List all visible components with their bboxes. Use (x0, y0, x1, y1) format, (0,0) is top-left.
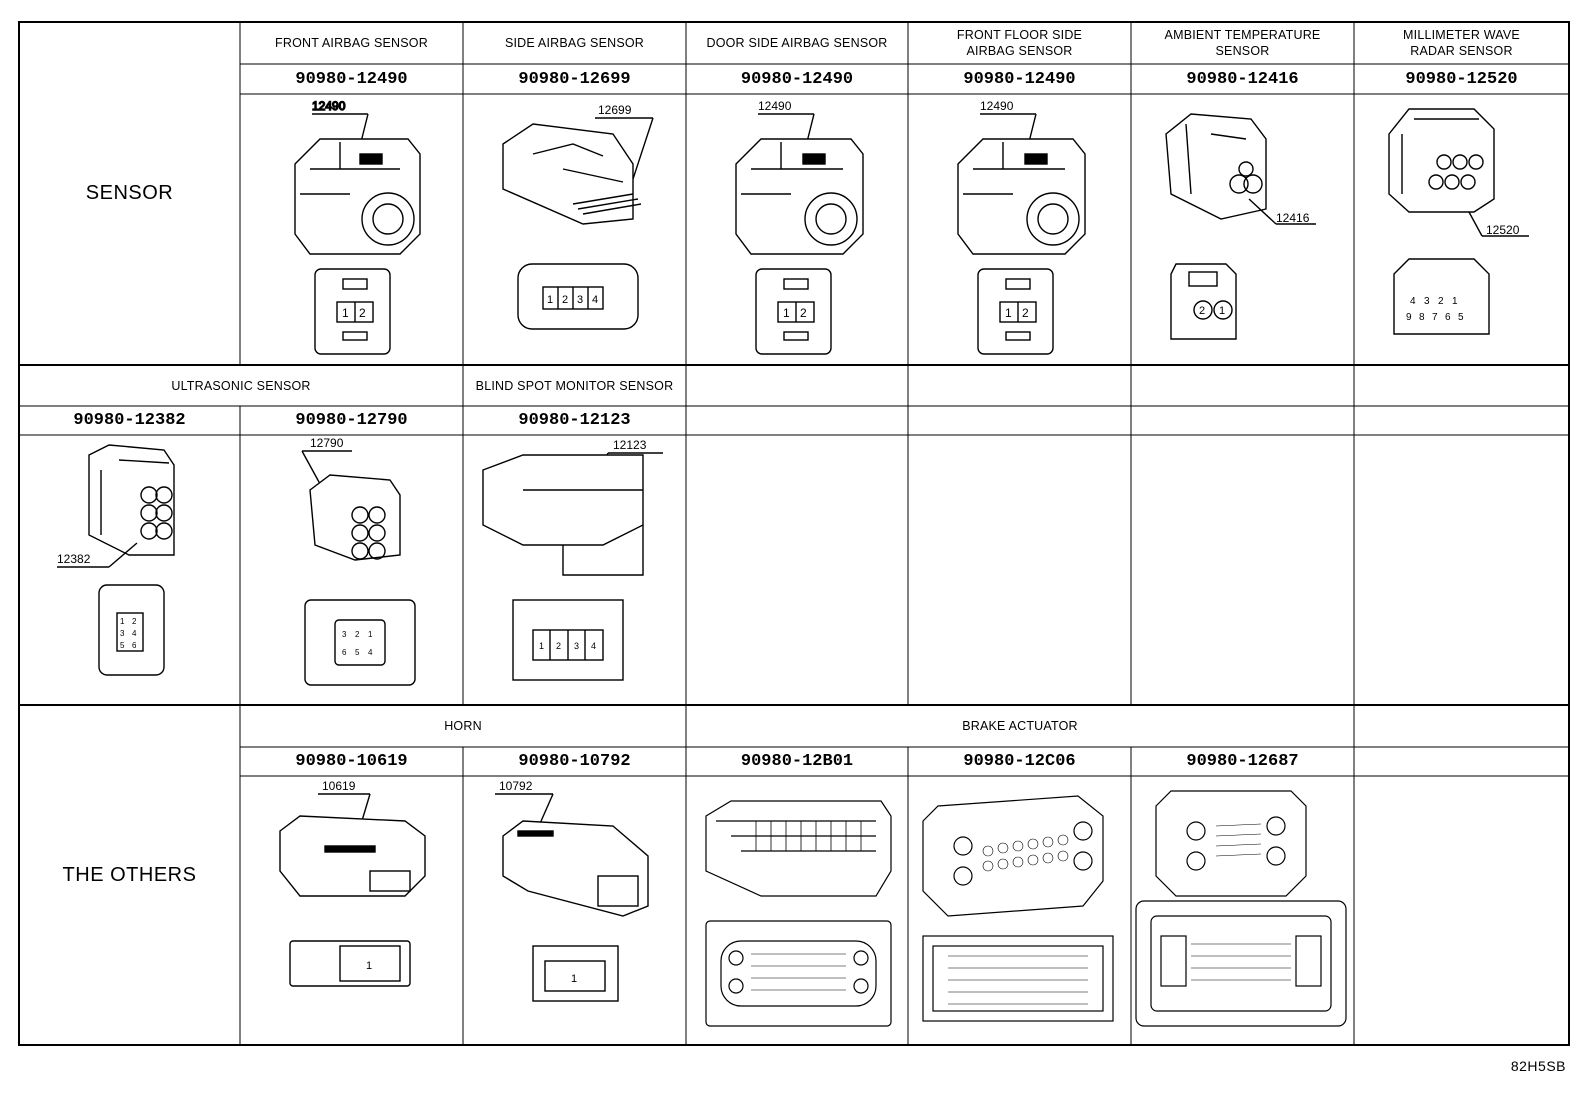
pin-number: 4 (591, 641, 596, 651)
pin-number: 5 (355, 648, 360, 657)
brake-actuator-connector-figure-a (705, 800, 892, 1027)
header-horn: HORN (444, 719, 482, 733)
brake-actuator-connector-figure-b (922, 795, 1114, 1022)
part-number: 90980-12520 (1405, 69, 1518, 89)
pin-number: 2 (562, 294, 568, 306)
horn-connector-figure-a: 10619 1 (279, 779, 426, 987)
callout-label: 12490 (980, 99, 1014, 113)
part-number: 90980-12790 (295, 411, 408, 430)
pin-number: 1 (547, 294, 553, 306)
pin-number: 6 (342, 648, 347, 657)
door-side-airbag-connector-figure: 12490 1 2 (735, 99, 864, 355)
radar-sensor-connector-figure: 12520 4 3 2 1 9 8 7 6 5 (1388, 108, 1529, 335)
pin-number: 9 (1406, 312, 1412, 323)
part-number: 90980-12382 (73, 411, 186, 430)
pin-number: 5 (120, 641, 125, 650)
header-ambient-temperature-sensor: AMBIENT TEMPERATURE SENSOR (1164, 28, 1321, 58)
callout-label: 12382 (57, 552, 91, 566)
pin-number: 4 (1410, 296, 1416, 307)
ultrasonic-connector-figure-b: 12790 3 2 1 6 5 4 (301, 436, 416, 686)
pin-number: 3 (342, 630, 347, 639)
pin-number: 2 (359, 306, 366, 320)
part-number: 90980-12C06 (963, 752, 1076, 771)
callout-label: 12490 (312, 99, 346, 113)
blind-spot-connector-figure: 12123 1 2 3 4 (482, 438, 663, 681)
pin-number: 4 (368, 648, 373, 657)
pin-number: 3 (1424, 296, 1430, 307)
pin-number: 2 (556, 641, 561, 651)
header-ultrasonic-sensor: ULTRASONIC SENSOR (171, 378, 311, 393)
part-number: 90980-12490 (295, 69, 408, 89)
header-front-airbag-sensor: FRONT AIRBAG SENSOR (275, 36, 428, 50)
brake-actuator-connector-figure-c (1135, 790, 1347, 1027)
pin-number: 6 (1445, 312, 1451, 323)
header-side-airbag-sensor: SIDE AIRBAG SENSOR (504, 36, 645, 50)
pin-number: 2 (800, 306, 807, 320)
callout-label: 10619 (322, 779, 356, 793)
pin-number: 1 (368, 630, 373, 639)
front-floor-side-airbag-connector-figure: 12490 1 2 (957, 99, 1086, 355)
pin-number: 8 (1419, 312, 1425, 323)
pin-number: 2 (132, 617, 137, 626)
callout-label: 12490 (758, 99, 792, 113)
part-number: 90980-12416 (1186, 69, 1299, 89)
pin-number: 1 (1452, 296, 1458, 307)
pin-number: 3 (120, 629, 125, 638)
horn-connector-figure-b: 10792 1 (495, 779, 649, 1002)
pin-number: 6 (132, 641, 137, 650)
ambient-temperature-connector-figure: 12416 2 1 (1165, 113, 1316, 340)
header-blind-spot-monitor-sensor: BLIND SPOT MONITOR SENSOR (475, 378, 674, 393)
callout-label: 12790 (310, 436, 344, 450)
pin-number: 2 (1199, 305, 1205, 317)
diagram-code: 82H5SB (1510, 1058, 1566, 1074)
part-number: 90980-12B01 (740, 752, 854, 771)
pin-number: 1 (539, 641, 544, 651)
pin-number: 1 (1005, 306, 1012, 320)
header-millimeter-wave-radar-sensor: MILLIMETER WAVE RADAR SENSOR (1403, 28, 1520, 58)
part-number: 90980-12123 (518, 411, 631, 430)
pin-number: 1 (1219, 305, 1225, 317)
pin-number: 2 (1438, 296, 1444, 307)
pin-number: 7 (1432, 312, 1438, 323)
header-brake-actuator: BRAKE ACTUATOR (962, 719, 1078, 733)
part-number: 90980-12490 (740, 69, 854, 89)
part-number: 90980-10619 (295, 752, 408, 771)
pin-number: 1 (342, 306, 349, 320)
part-number: 90980-10792 (518, 752, 631, 771)
callout-label: 10792 (499, 779, 533, 793)
section-sensor-label: SENSOR (85, 182, 174, 204)
pin-number: 2 (355, 630, 360, 639)
front-airbag-connector-figure: 12490 1 2 (294, 98, 421, 355)
part-number: 90980-12490 (963, 69, 1076, 89)
pin-number: 1 (120, 617, 125, 626)
header-front-floor-side-airbag-sensor: FRONT FLOOR SIDE AIRBAG SENSOR (956, 28, 1083, 58)
pin-number: 5 (1458, 312, 1464, 323)
callout-label: 12699 (598, 103, 632, 117)
section-others-label: THE OTHERS (62, 863, 197, 886)
header-door-side-airbag-sensor: DOOR SIDE AIRBAG SENSOR (706, 36, 888, 50)
pin-number: 1 (783, 306, 790, 320)
pin-number: 4 (592, 294, 598, 306)
pin-number: 2 (1022, 306, 1029, 320)
callout-label: 12123 (613, 438, 647, 452)
pin-number: 1 (571, 973, 577, 985)
part-number: 90980-12699 (518, 69, 631, 89)
pin-number: 3 (574, 641, 579, 651)
pin-number: 1 (366, 960, 372, 972)
ultrasonic-connector-figure-a: 12382 1 2 3 4 5 6 (57, 444, 175, 676)
pin-number: 3 (577, 294, 583, 306)
callout-label: 12416 (1276, 211, 1310, 225)
callout-label: 12520 (1486, 223, 1520, 237)
side-airbag-connector-figure: 12699 1 2 3 4 (502, 103, 654, 330)
part-number: 90980-12687 (1186, 752, 1299, 771)
pin-number: 4 (132, 629, 137, 638)
